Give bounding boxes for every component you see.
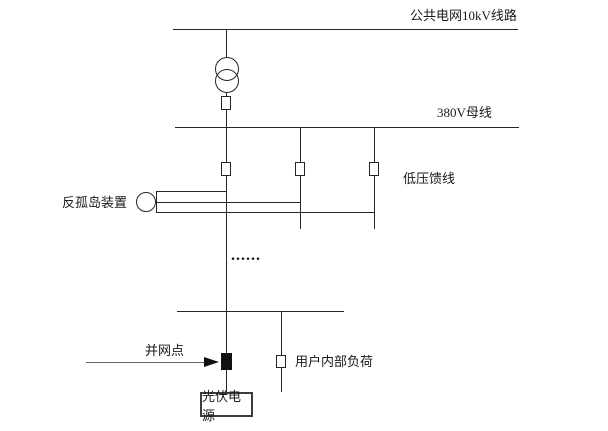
sub-busbar-line (177, 311, 344, 312)
breaker-icon-feeder-1 (221, 162, 231, 176)
grid-10kv-line (173, 29, 518, 30)
label-busbar-380v: 380V母线 (437, 105, 492, 120)
label-grid-10kv: 公共电网10kV线路 (410, 8, 517, 23)
load-branch-lower-line (281, 368, 282, 392)
label-grid-connection-point: 并网点 (145, 343, 185, 358)
anti-islanding-tap-line-1 (156, 191, 227, 192)
transformer-secondary-winding (215, 69, 239, 93)
label-user-internal-load: 用户内部负荷 (295, 354, 374, 369)
pv-branch-upper-line (226, 311, 227, 353)
arrow-shaft (86, 362, 204, 363)
feeder-line-2 (300, 127, 301, 229)
anti-islanding-tap-line-3 (156, 212, 375, 213)
breaker-icon-feeder-3 (369, 162, 379, 176)
label-lv-feeder: 低压馈线 (403, 171, 456, 186)
label-anti-islanding: 反孤岛装置 (62, 195, 128, 210)
grid-drop-line (226, 29, 227, 58)
anti-islanding-circle (136, 192, 156, 212)
breaker-icon-feeder-2 (295, 162, 305, 176)
pv-feeder-line (226, 127, 227, 312)
pv-branch-lower-line (226, 370, 227, 393)
pv-source-box: 光伏电源 (200, 389, 253, 423)
pcc-marker (221, 353, 232, 370)
breaker-icon-load (276, 355, 286, 368)
label-pv-source: 光伏电源 (202, 388, 242, 423)
busbar-380v-line (175, 127, 519, 128)
continuation-dots: ...... (231, 247, 261, 264)
transformer-lv-line (226, 93, 227, 127)
load-branch-upper-line (281, 311, 282, 355)
arrow-icon (204, 357, 219, 367)
breaker-icon-main (221, 96, 231, 110)
feeder-line-3 (374, 127, 375, 229)
anti-islanding-tap-line-2 (156, 202, 301, 203)
